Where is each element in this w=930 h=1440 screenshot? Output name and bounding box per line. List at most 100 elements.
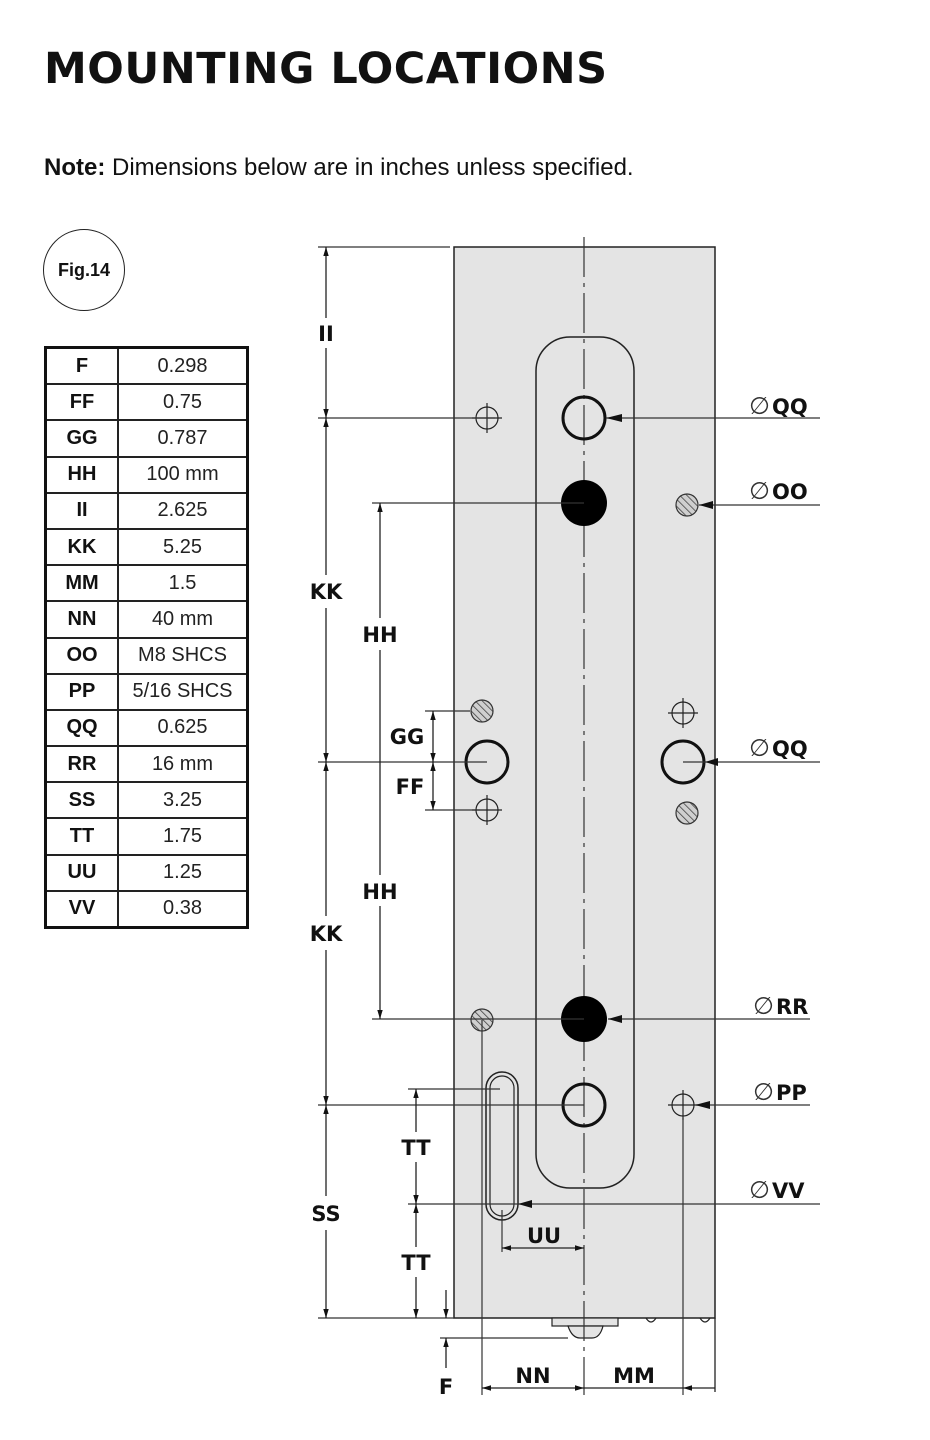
- dim-label-mm: MM: [613, 1364, 655, 1388]
- dim-label-f: F: [439, 1375, 453, 1399]
- dim-label-kk-top: KK: [310, 580, 343, 604]
- callout-label: PP: [776, 1081, 807, 1105]
- hole-oo-right-bottom: [675, 801, 699, 825]
- dimension-value: 3.25: [117, 781, 249, 820]
- dim-label-hh-top: HH: [362, 623, 397, 647]
- callout-rr: ∅ RR: [753, 992, 808, 1020]
- dimension-key: NN: [44, 600, 119, 639]
- dim-label-kk-bottom: KK: [310, 922, 343, 946]
- note-text: Dimensions below are in inches unless sp…: [105, 154, 634, 181]
- figure-badge: Fig.14: [43, 229, 125, 311]
- callout-vv: ∅ VV: [749, 1176, 805, 1204]
- dimension-key: MM: [44, 564, 119, 603]
- dimension-value: 1.5: [117, 564, 249, 603]
- dimension-key: VV: [44, 889, 119, 929]
- dim-label-ii: II: [318, 322, 334, 346]
- dimension-value: 5/16 SHCS: [117, 672, 249, 711]
- callout-qq-top: ∅ QQ: [749, 392, 808, 420]
- callout-oo: ∅ OO: [749, 477, 808, 505]
- dim-label-nn: NN: [515, 1364, 550, 1388]
- callout-label: RR: [776, 995, 808, 1019]
- dimension-value: 0.787: [117, 419, 249, 458]
- dimension-value: 0.75: [117, 383, 249, 422]
- callout-label: OO: [772, 480, 808, 504]
- dimension-value: M8 SHCS: [117, 636, 249, 675]
- hole-oo-left: [470, 699, 494, 723]
- dimension-lines: [323, 247, 716, 1392]
- callout-label: QQ: [772, 737, 808, 761]
- dimension-key: II: [44, 491, 119, 530]
- dim-label-hh-bottom: HH: [362, 880, 397, 904]
- extension-lines: [318, 246, 820, 1395]
- callout-label: QQ: [772, 395, 808, 419]
- note-label: Note:: [44, 154, 106, 181]
- dimension-key: F: [44, 346, 119, 386]
- callout-pp: ∅ PP: [753, 1078, 807, 1106]
- dimension-value: 2.625: [117, 491, 249, 530]
- bottom-bump: [699, 1317, 711, 1323]
- diameter-icon: ∅: [749, 392, 770, 420]
- central-slot: [535, 336, 635, 1189]
- dimension-key: PP: [44, 672, 119, 711]
- diameter-icon: ∅: [749, 1176, 770, 1204]
- dim-label-ss: SS: [311, 1202, 340, 1226]
- dimension-key: UU: [44, 853, 119, 892]
- dimension-value: 1.75: [117, 817, 249, 856]
- dimension-key: QQ: [44, 708, 119, 748]
- dimension-key: OO: [44, 636, 119, 675]
- bottom-bump: [645, 1317, 657, 1323]
- callout-qq-mid: ∅ QQ: [749, 734, 808, 762]
- diameter-icon: ∅: [753, 992, 774, 1020]
- diameter-icon: ∅: [749, 477, 770, 505]
- hole-qq-top: [561, 395, 607, 441]
- dim-label-ff: FF: [396, 775, 425, 799]
- dimension-value: 5.25: [117, 527, 249, 567]
- dim-label-tt-top: TT: [401, 1136, 431, 1160]
- hole-pp-mid-right: [668, 698, 698, 728]
- dimension-key: HH: [44, 455, 119, 494]
- dimension-key: RR: [44, 745, 119, 784]
- diameter-icon: ∅: [753, 1078, 774, 1106]
- dimension-key: KK: [44, 527, 119, 567]
- units-note: Note: Dimensions below are in inches unl…: [44, 154, 634, 182]
- dimension-key: GG: [44, 419, 119, 458]
- callout-arrows: [518, 414, 718, 1208]
- dimension-key: TT: [44, 817, 119, 856]
- dimension-value: 100 mm: [117, 455, 249, 494]
- dim-label-uu: UU: [527, 1224, 561, 1248]
- diameter-icon: ∅: [749, 734, 770, 762]
- hole-pp-bottom-right: [668, 1090, 698, 1120]
- dimension-value: 40 mm: [117, 600, 249, 639]
- dimension-value: 0.298: [117, 346, 249, 386]
- bottom-foot: [551, 1317, 619, 1327]
- callout-label: VV: [772, 1179, 805, 1203]
- dim-label-tt-bottom: TT: [401, 1251, 431, 1275]
- page-title: MOUNTING LOCATIONS: [44, 44, 608, 94]
- dimension-value: 0.625: [117, 708, 249, 748]
- dimension-value: 1.25: [117, 853, 249, 892]
- dim-label-gg: GG: [390, 725, 424, 749]
- bottom-knob: [567, 1325, 604, 1339]
- dimension-key: SS: [44, 781, 119, 820]
- dimension-value: 0.38: [117, 889, 249, 929]
- dimension-key: FF: [44, 383, 119, 422]
- dimension-value: 16 mm: [117, 745, 249, 784]
